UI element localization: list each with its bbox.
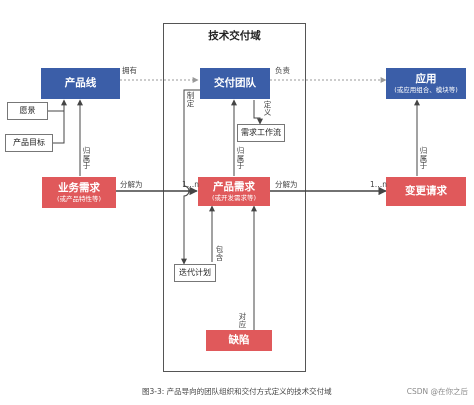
- node-requirement-workflow[interactable]: 需求工作流: [237, 124, 285, 142]
- node-delivery-team[interactable]: 交付团队: [200, 68, 270, 99]
- node-application-sub: (或应用组合、模块等): [394, 85, 458, 94]
- node-defect[interactable]: 缺陷: [206, 330, 272, 351]
- node-iteration-plan-label: 迭代计划: [179, 267, 211, 277]
- edge-label-belongs-app: 归属于: [419, 146, 428, 170]
- node-business-requirement-sub: (或产品特性等): [56, 194, 102, 203]
- node-vision-label: 愿景: [19, 105, 36, 115]
- edge-goal: [48, 99, 67, 144]
- node-product-goal-label: 产品目标: [13, 137, 45, 147]
- edge-label-responsible: 负责: [275, 66, 290, 75]
- figure-caption: 图3-3: 产品导向的团队组织和交付方式定义的技术交付域: [142, 387, 332, 396]
- node-change-request-label: 变更请求: [405, 185, 447, 198]
- node-product-requirement-label: 产品需求: [213, 180, 255, 193]
- node-product-requirement[interactable]: 产品需求 (或开发需求等): [198, 177, 270, 206]
- node-product-line-label: 产品线: [64, 77, 97, 90]
- node-application-label: 应用: [415, 72, 437, 85]
- edge-label-belongs-product: 归属于: [236, 146, 245, 170]
- node-product-line[interactable]: 产品线: [41, 68, 120, 99]
- edge-label-formulate: 制定: [186, 91, 195, 108]
- edge-label-corresponds: 对应: [238, 312, 247, 329]
- node-application[interactable]: 应用 (或应用组合、模块等): [386, 68, 466, 99]
- edge-vision: [48, 100, 65, 112]
- edge-label-belongs-business: 归属于: [82, 146, 91, 170]
- edge-label-decompose-2: 分解为: [275, 180, 298, 189]
- edge-formulate: [181, 89, 200, 265]
- edge-label-owns: 拥有: [122, 66, 137, 75]
- domain-title: 技术交付域: [208, 30, 261, 42]
- node-iteration-plan[interactable]: 迭代计划: [174, 264, 216, 282]
- node-business-requirement-label: 业务需求: [58, 181, 100, 194]
- edge-label-contains: 包含: [215, 245, 224, 262]
- node-change-request[interactable]: 变更请求: [386, 177, 466, 206]
- edge-label-decompose-1: 分解为: [120, 180, 143, 189]
- node-requirement-workflow-label: 需求工作流: [241, 127, 281, 137]
- node-delivery-team-label: 交付团队: [214, 77, 256, 90]
- delivery-domain-frame: [163, 23, 306, 372]
- watermark: CSDN @在你之后: [406, 387, 468, 396]
- edge-define: [253, 100, 263, 125]
- node-product-requirement-sub: (或开发需求等): [211, 193, 257, 202]
- edge-label-define: 定义: [263, 100, 272, 117]
- edge-label-mult-2: 1…n: [370, 180, 388, 189]
- edge-label-mult-1: 1…n: [182, 180, 200, 189]
- node-vision[interactable]: 愿景: [7, 102, 48, 120]
- node-defect-label: 缺陷: [228, 334, 250, 347]
- node-business-requirement[interactable]: 业务需求 (或产品特性等): [42, 177, 116, 208]
- node-product-goal[interactable]: 产品目标: [5, 134, 53, 152]
